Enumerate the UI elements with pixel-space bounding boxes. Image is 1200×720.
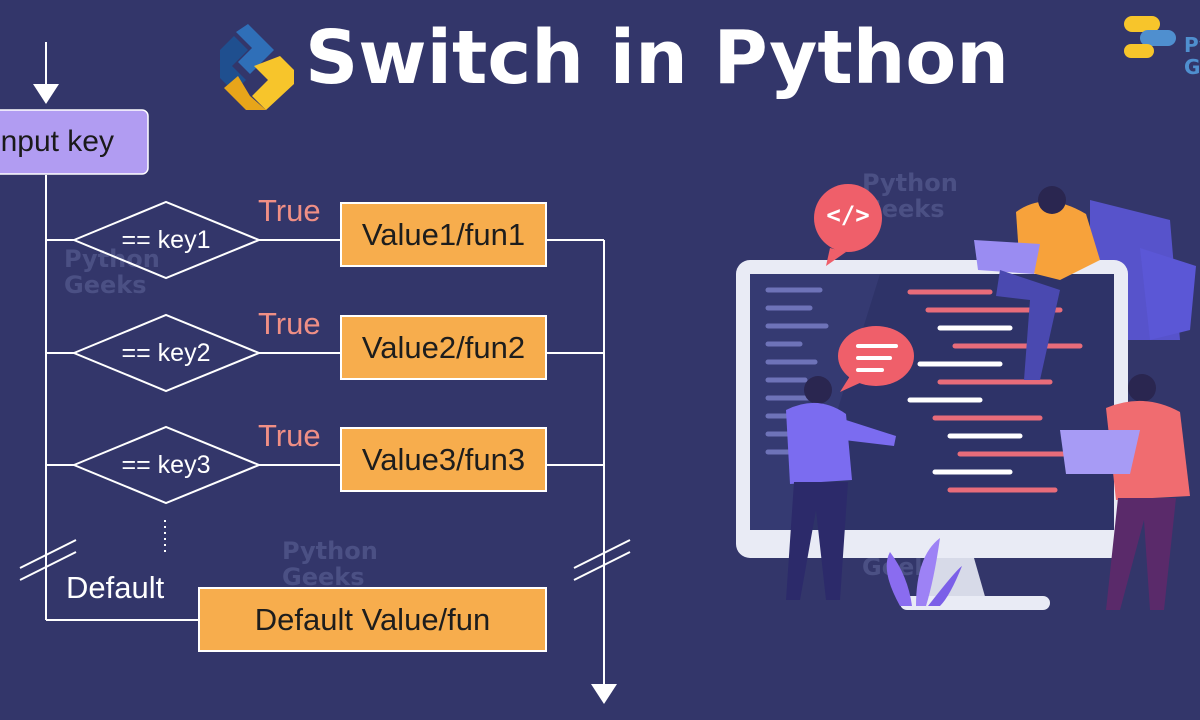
action-box-3 xyxy=(340,427,547,492)
action-label-2: Value2/fun2 xyxy=(361,329,526,365)
action-label-3: Value3/fun3 xyxy=(361,441,526,477)
input-key-label: Input key xyxy=(0,125,114,158)
condition-diamond-1 xyxy=(71,200,262,280)
brand-name: Python Geeks xyxy=(1184,34,1200,78)
condition-label-1: == key1 xyxy=(121,226,211,254)
page-title: Switch in Python xyxy=(305,15,1009,101)
default-action-label: Default Value/fun xyxy=(254,601,491,637)
condition-diamond-2 xyxy=(71,313,262,393)
true-label-3: True xyxy=(258,418,321,453)
plant-icon xyxy=(886,538,962,606)
true-label-2: True xyxy=(258,306,321,341)
action-box-1 xyxy=(340,202,547,267)
code-lines xyxy=(765,287,1083,493)
condition-label-2: == key2 xyxy=(121,339,211,367)
code-bubble-label: </> xyxy=(826,201,870,229)
default-action-box xyxy=(198,587,547,652)
code-bubble-icon xyxy=(814,184,882,266)
condition-diamond-3 xyxy=(71,425,262,505)
person-right-icon xyxy=(1060,374,1190,610)
condition-label-3: == key3 xyxy=(121,451,211,479)
person-top-icon xyxy=(974,186,1196,380)
input-box xyxy=(0,109,149,175)
true-label-1: True xyxy=(258,193,321,228)
action-label-1: Value1/fun1 xyxy=(361,216,526,252)
default-label: Default xyxy=(66,570,165,605)
action-box-2 xyxy=(340,315,547,380)
chat-bubble-icon xyxy=(838,326,914,392)
person-left-icon xyxy=(786,376,896,600)
